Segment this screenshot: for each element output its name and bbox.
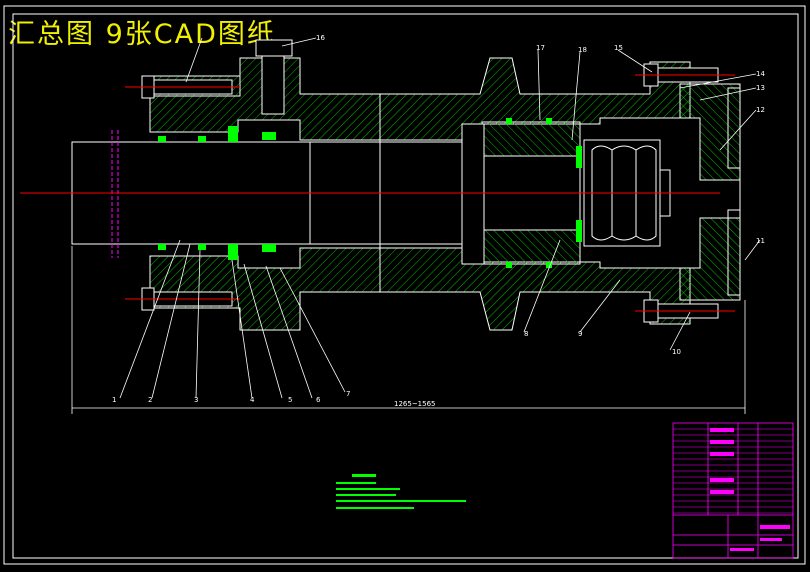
balloon-10: 10 (672, 348, 681, 356)
balloon-12: 12 (756, 106, 765, 114)
inner-border (12, 13, 799, 559)
balloon-1: 1 (112, 396, 116, 404)
length-dimension-label: 1265~1565 (394, 400, 436, 408)
balloon-18: 18 (578, 46, 587, 54)
bushing (481, 121, 581, 265)
balloon-11: 11 (756, 237, 765, 245)
balloon-9: 9 (578, 330, 582, 338)
balloon-15: 15 (614, 44, 623, 52)
upper-housing (149, 57, 691, 141)
balloon-2: 2 (148, 396, 152, 404)
balloon-13: 13 (756, 84, 765, 92)
watermark-title: 汇总图 9张CAD图纸 (8, 19, 276, 50)
lower-housing (149, 247, 691, 331)
seal-rings (158, 118, 582, 268)
balloon-8: 8 (524, 330, 528, 338)
balloon-17: 17 (536, 44, 545, 52)
top-bolt (255, 39, 293, 115)
balloon-7: 7 (346, 390, 350, 398)
end-cap (679, 83, 741, 301)
outer-border (3, 5, 806, 565)
balloon-labels: 1 2 3 4 5 6 7 8 9 10 11 12 13 14 15 16 1… (112, 34, 765, 408)
title-block (672, 422, 794, 559)
balloon-6: 6 (316, 396, 321, 404)
balloon-4: 4 (250, 396, 255, 404)
centerlines (20, 74, 735, 312)
technical-notes (336, 474, 466, 509)
balloon-5: 5 (288, 396, 292, 404)
balloon-3: 3 (194, 396, 198, 404)
length-dimension (71, 246, 746, 414)
balloon-16: 16 (316, 34, 325, 42)
leader-lines (119, 37, 761, 399)
title-block-fills (710, 428, 790, 551)
balloon-14: 14 (756, 70, 765, 78)
